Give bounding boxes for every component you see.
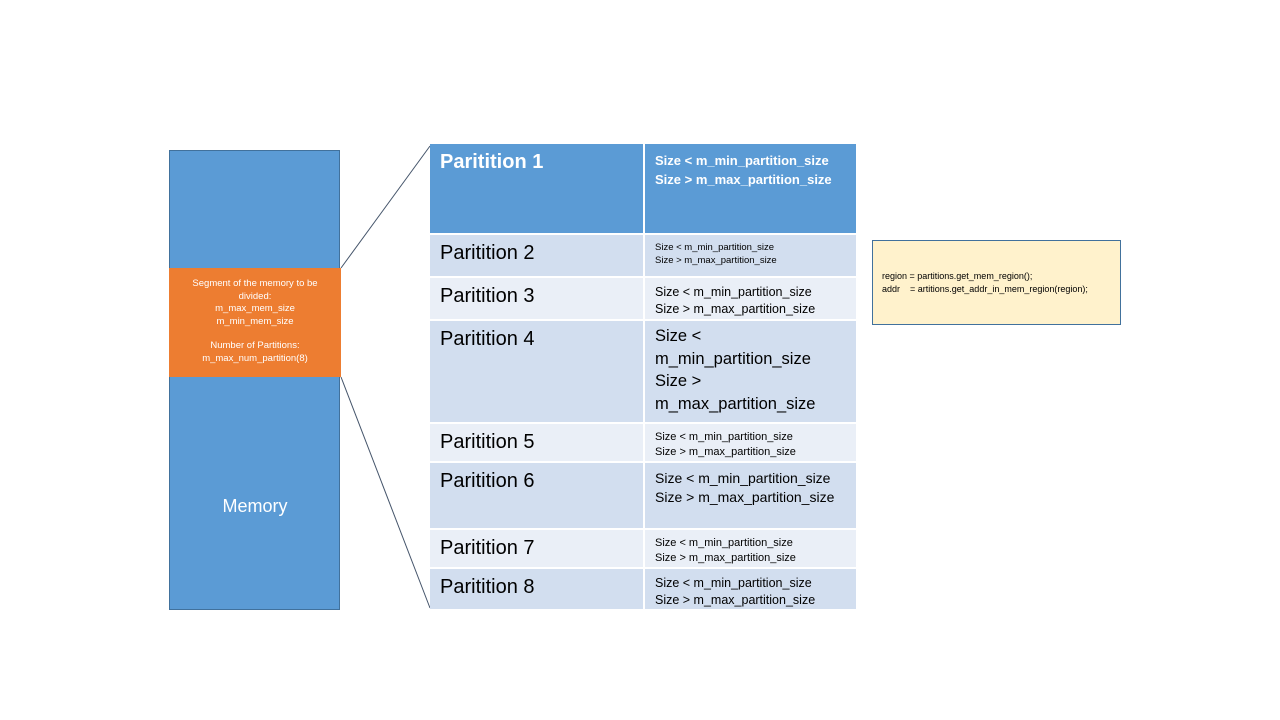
- table-row: Paritition 1 Size < m_min_partition_size…: [430, 144, 858, 235]
- max-size-condition: Size > m_max_partition_size: [655, 172, 832, 187]
- table-row: Paritition 4 Size < m_min_partition_size…: [430, 320, 858, 424]
- table-row: Paritition 3 Size < m_min_partition_size…: [430, 277, 858, 321]
- table-row: Paritition 6 Size < m_min_partition_size…: [430, 462, 858, 530]
- min-size-condition: Size < m_min_partition_size: [655, 537, 793, 549]
- partition-condition-cell: Size < m_min_partition_size Size > m_max…: [644, 234, 858, 278]
- segment-line: m_min_mem_size: [216, 315, 294, 327]
- partition-name-cell: Paritition 2: [430, 234, 645, 278]
- table-row: Paritition 7 Size < m_min_partition_size…: [430, 529, 858, 569]
- min-size-condition: Size < m_min_partition_size: [655, 431, 793, 443]
- segment-line: m_max_mem_size: [215, 303, 295, 314]
- partition-name-cell: Paritition 4: [430, 320, 645, 424]
- partition-name-cell: Paritition 1: [430, 144, 645, 235]
- max-size-condition: Size > m_max_partition_size: [655, 446, 796, 458]
- table-row: Paritition 5 Size < m_min_partition_size…: [430, 423, 858, 463]
- partition-name-cell: Paritition 8: [430, 568, 645, 611]
- partition-name: Paritition 1: [440, 151, 544, 173]
- connector-line-bottom: [340, 376, 431, 609]
- partition-name: Paritition 8: [440, 576, 535, 598]
- partition-name: Paritition 6: [440, 470, 535, 492]
- partition-condition-cell: Size < m_min_partition_size Size > m_max…: [644, 568, 858, 611]
- max-size-condition: Size > m_max_partition_size: [655, 489, 835, 505]
- code-callout: region = partitions.get_mem_region(); ad…: [872, 240, 1121, 325]
- segment-line: divided:: [238, 290, 272, 302]
- min-size-condition: Size < m_min_partition_size: [655, 153, 829, 168]
- memory-label: Memory: [222, 496, 288, 516]
- min-size-condition: Size < m_min_partition_size: [655, 242, 775, 253]
- partition-name-cell: Paritition 5: [430, 423, 645, 463]
- max-size-condition: Size > m_max_partition_size: [655, 593, 816, 607]
- partition-name-cell: Paritition 3: [430, 277, 645, 321]
- segment-line: Segment of the memory to be: [192, 278, 318, 289]
- partition-name-cell: Paritition 6: [430, 462, 645, 530]
- min-size-condition: Size < m_min_partition_size: [655, 576, 812, 590]
- memory-block: [169, 150, 340, 610]
- callout-line-region: region = partitions.get_mem_region();: [882, 271, 1033, 281]
- max-size-condition: Size > m_max_partition_size: [655, 552, 796, 564]
- partition-name: Paritition 3: [440, 285, 535, 307]
- partition-condition-cell: Size < m_min_partition_size Size > m_max…: [644, 462, 858, 530]
- callout-line-addr: addr = artitions.get_addr_in_mem_region(…: [882, 284, 1088, 294]
- partition-name: Paritition 7: [440, 537, 535, 559]
- partition-condition-cell: Size < m_min_partition_size Size > m_max…: [644, 320, 858, 424]
- partition-name: Paritition 4: [440, 328, 535, 350]
- partition-condition-cell: Size < m_min_partition_size Size > m_max…: [644, 277, 858, 321]
- partition-condition-cell: Size < m_min_partition_size Size > m_max…: [644, 423, 858, 463]
- memory-segment: Segment of the memory to be divided: m_m…: [169, 268, 341, 377]
- max-size-condition: Size > m_max_partition_size: [655, 255, 777, 266]
- segment-line: m_max_num_partition(8): [202, 352, 308, 364]
- max-size-condition: Size > m_max_partition_size: [655, 372, 816, 413]
- partition-name: Paritition 5: [440, 431, 535, 453]
- partition-condition-cell: Size < m_min_partition_size Size > m_max…: [644, 144, 858, 235]
- table-row: Paritition 2 Size < m_min_partition_size…: [430, 234, 858, 278]
- table-row: Paritition 8 Size < m_min_partition_size…: [430, 568, 858, 611]
- partition-table: Paritition 1 Size < m_min_partition_size…: [430, 144, 858, 611]
- segment-line: Number of Partitions:: [210, 340, 300, 351]
- partition-name: Paritition 2: [440, 242, 535, 264]
- min-size-condition: Size < m_min_partition_size: [655, 327, 811, 368]
- min-size-condition: Size < m_min_partition_size: [655, 470, 831, 486]
- min-size-condition: Size < m_min_partition_size: [655, 285, 812, 299]
- connector-line-top: [340, 145, 431, 269]
- max-size-condition: Size > m_max_partition_size: [655, 302, 816, 316]
- partition-name-cell: Paritition 7: [430, 529, 645, 569]
- partition-condition-cell: Size < m_min_partition_size Size > m_max…: [644, 529, 858, 569]
